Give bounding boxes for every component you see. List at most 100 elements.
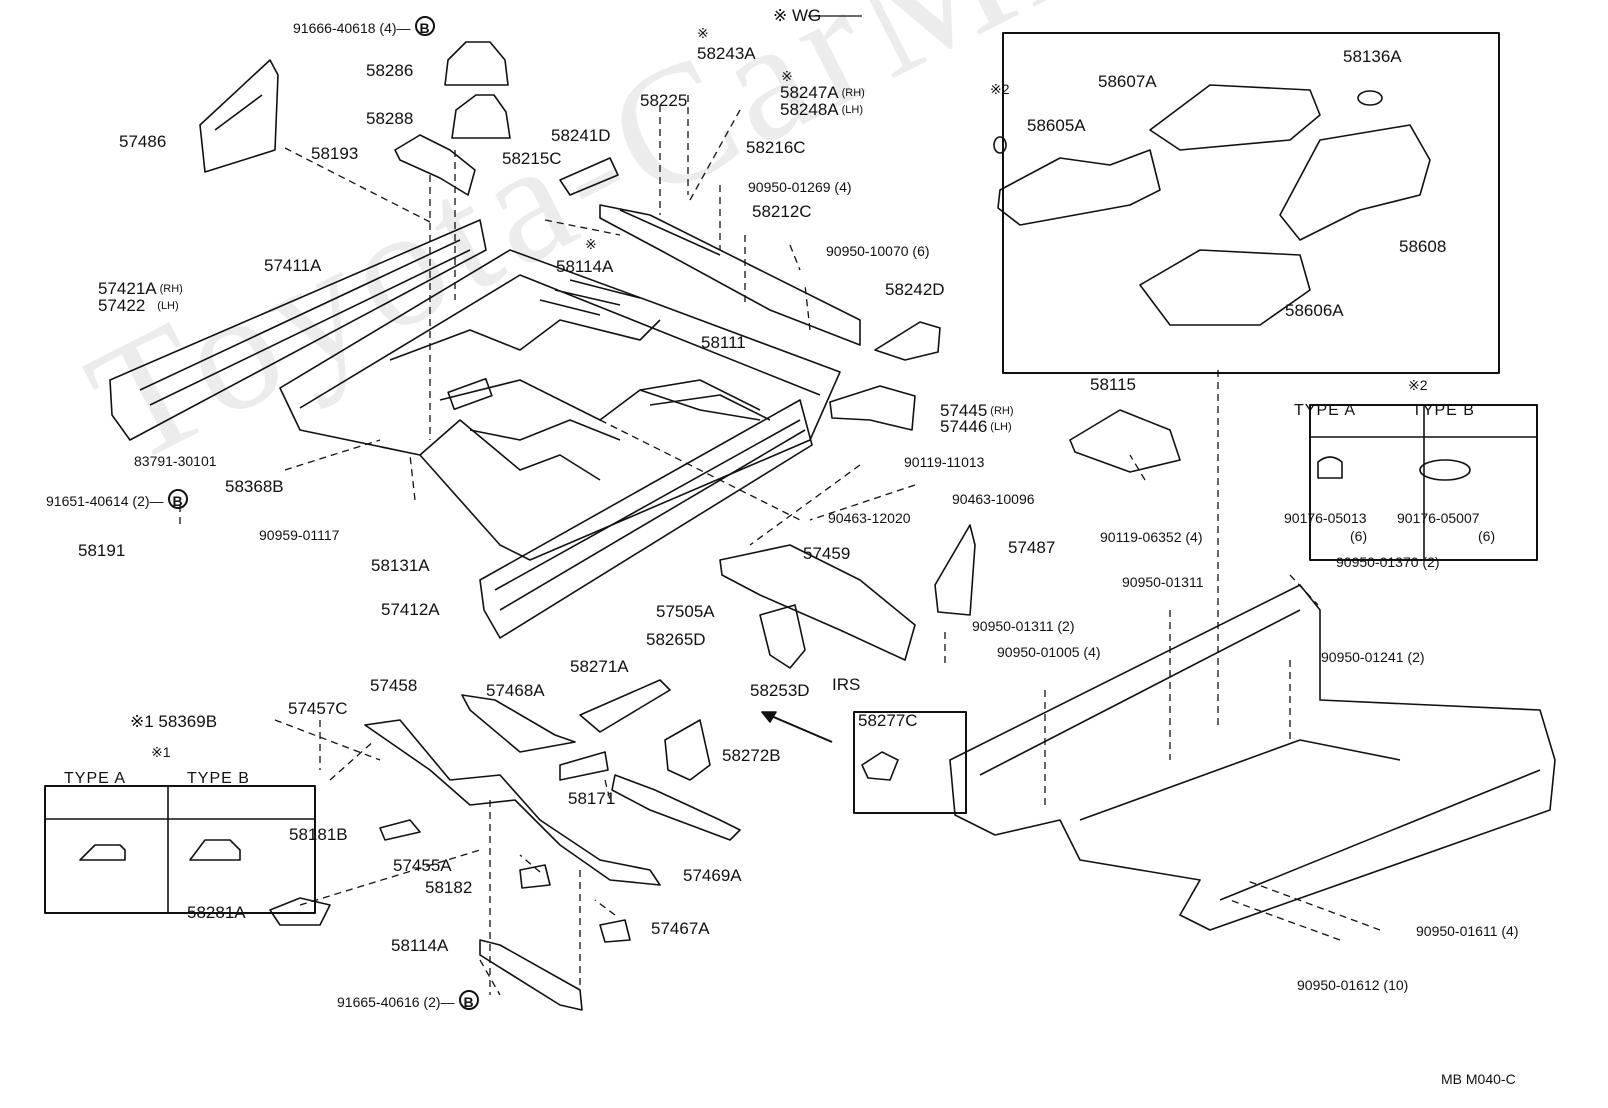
label-58181B[interactable]: 58181B [289, 825, 348, 844]
rail-57458 [364, 719, 661, 886]
part-58271A [579, 679, 671, 733]
legend2-type-a: TYPE A [1294, 402, 1357, 419]
part-57468A [461, 694, 576, 753]
label-58369B[interactable]: ※1 58369B [130, 712, 218, 731]
label-58215C[interactable]: 58215C [502, 149, 562, 168]
label-58607A[interactable]: 58607A [1098, 72, 1157, 91]
label-58281A[interactable]: 58281A [187, 903, 246, 922]
mat-58608 [1279, 124, 1431, 241]
label-57487[interactable]: 57487 [1008, 538, 1056, 557]
rail-57469A [611, 774, 741, 841]
label-58368B[interactable]: 58368B [225, 477, 284, 496]
label-57455A[interactable]: 57455A [393, 856, 452, 875]
label-57445[interactable]: 57445(RH) [940, 401, 1014, 420]
label-58212C[interactable]: 58212C [752, 202, 812, 221]
label-57457C[interactable]: 57457C [288, 699, 348, 718]
label-58182[interactable]: 58182 [425, 878, 473, 897]
label-90119-06352[interactable]: 90119-06352 (4) [1100, 529, 1203, 545]
label-58131A[interactable]: 58131A [371, 556, 430, 575]
label-90950-01370[interactable]: 90950-01370 (2) [1336, 554, 1440, 570]
legend2-part-b[interactable]: 90176-05007 [1397, 510, 1480, 526]
mat-58606A [1139, 249, 1311, 326]
irs-label: IRS [832, 675, 861, 694]
part-58288 [451, 94, 511, 139]
label-58111[interactable]: 58111 [701, 333, 746, 352]
rail-58114A [479, 939, 583, 1011]
label-90959-01117[interactable]: 90959-01117 [259, 527, 340, 543]
part-58171 [559, 751, 609, 781]
legend1-box [44, 785, 316, 914]
label-90950-10070[interactable]: 90950-10070 (6) [826, 243, 930, 259]
label-58247A[interactable]: 58247A(RH) [780, 83, 865, 102]
label-58225[interactable]: 58225 [640, 91, 688, 110]
label-90463-12020[interactable]: 90463-12020 [828, 510, 911, 526]
label-58114A-top[interactable]: 58114A [556, 257, 614, 276]
label-58216C[interactable]: 58216C [746, 138, 806, 157]
label-57458[interactable]: 57458 [370, 676, 418, 695]
legend2-part-a[interactable]: 90176-05013 [1284, 510, 1367, 526]
label-58248A[interactable]: 58248A(LH) [780, 100, 864, 119]
label-90950-01311-2[interactable]: 90950-01311 (2) [972, 618, 1075, 634]
label-58241D[interactable]: 58241D [551, 126, 611, 145]
label-58265D[interactable]: 58265D [646, 630, 706, 649]
label-91666-40618[interactable]: 91666-40618 (4)—B [293, 16, 435, 37]
label-90463-10096[interactable]: 90463-10096 [952, 491, 1035, 507]
part-58272B [664, 719, 711, 781]
b-circle-marker: B [414, 16, 435, 36]
part-57445 [829, 385, 916, 431]
legend1-type-a: TYPE A [64, 770, 127, 787]
label-58277C[interactable]: 58277C [858, 711, 918, 730]
label-91651-40614[interactable]: 91651-40614 (2)—B [46, 489, 188, 510]
label-58243A[interactable]: 58243A [697, 44, 756, 63]
label-90950-01269[interactable]: 90950-01269 (4) [748, 179, 852, 195]
mark-58243A: ※ [697, 25, 709, 41]
label-90950-01612[interactable]: 90950-01612 (10) [1297, 977, 1409, 993]
label-58272B[interactable]: 58272B [722, 746, 781, 765]
label-57505A[interactable]: 57505A [656, 602, 715, 621]
label-57421A[interactable]: 57421A(RH) [98, 279, 183, 298]
mat-58605A [997, 149, 1161, 226]
label-90950-01005[interactable]: 90950-01005 (4) [997, 644, 1101, 660]
label-90950-01241[interactable]: 90950-01241 (2) [1321, 649, 1425, 665]
label-83791-30101[interactable]: 83791-30101 [134, 453, 217, 469]
label-91665-40616[interactable]: 91665-40616 (2)—B [337, 990, 479, 1011]
label-57459[interactable]: 57459 [803, 544, 851, 563]
rail-57411A [109, 219, 487, 441]
part-58182 [519, 864, 551, 889]
mark-58114A: ※ [585, 236, 597, 252]
label-58288[interactable]: 58288 [366, 109, 414, 128]
label-58606A[interactable]: 58606A [1285, 301, 1344, 320]
label-58115[interactable]: 58115 [1090, 375, 1137, 394]
label-58114A-bottom[interactable]: 58114A [391, 936, 449, 955]
part-57505A [759, 604, 806, 669]
label-58193[interactable]: 58193 [311, 144, 359, 163]
label-57467A[interactable]: 57467A [651, 919, 710, 938]
part-58281A [269, 897, 331, 926]
label-57422[interactable]: 57422(LH) [98, 296, 179, 315]
label-58191[interactable]: 58191 [78, 541, 126, 560]
label-58605A[interactable]: 58605A [1027, 116, 1086, 135]
label-58242D[interactable]: 58242D [885, 280, 945, 299]
label-57486[interactable]: 57486 [119, 132, 167, 151]
b-circle-marker: B [458, 990, 479, 1010]
label-57412A[interactable]: 57412A [381, 600, 440, 619]
part-58286 [444, 41, 509, 86]
label-58271A[interactable]: 58271A [570, 657, 629, 676]
diagram-code: MB M040-C [1441, 1071, 1516, 1087]
label-57468A[interactable]: 57468A [486, 681, 545, 700]
legend1-title: ※1 [151, 744, 171, 760]
label-58253D[interactable]: 58253D [750, 681, 810, 700]
label-90119-11013[interactable]: 90119-11013 [904, 454, 985, 470]
crossmember-58212C [599, 204, 861, 346]
floor-pan-58111 [279, 249, 841, 561]
legend2-type-b: TYPE B [1412, 402, 1475, 419]
label-57446[interactable]: 57446(LH) [940, 417, 1012, 436]
label-57411A[interactable]: 57411A [264, 256, 322, 275]
label-90950-01611[interactable]: 90950-01611 (4) [1416, 923, 1519, 939]
label-90950-01311[interactable]: 90950-01311 [1122, 574, 1204, 590]
label-57469A[interactable]: 57469A [683, 866, 742, 885]
label-58136A[interactable]: 58136A [1343, 47, 1402, 66]
label-58171[interactable]: 58171 [568, 789, 616, 808]
label-58608[interactable]: 58608 [1399, 237, 1447, 256]
label-58286[interactable]: 58286 [366, 61, 414, 80]
